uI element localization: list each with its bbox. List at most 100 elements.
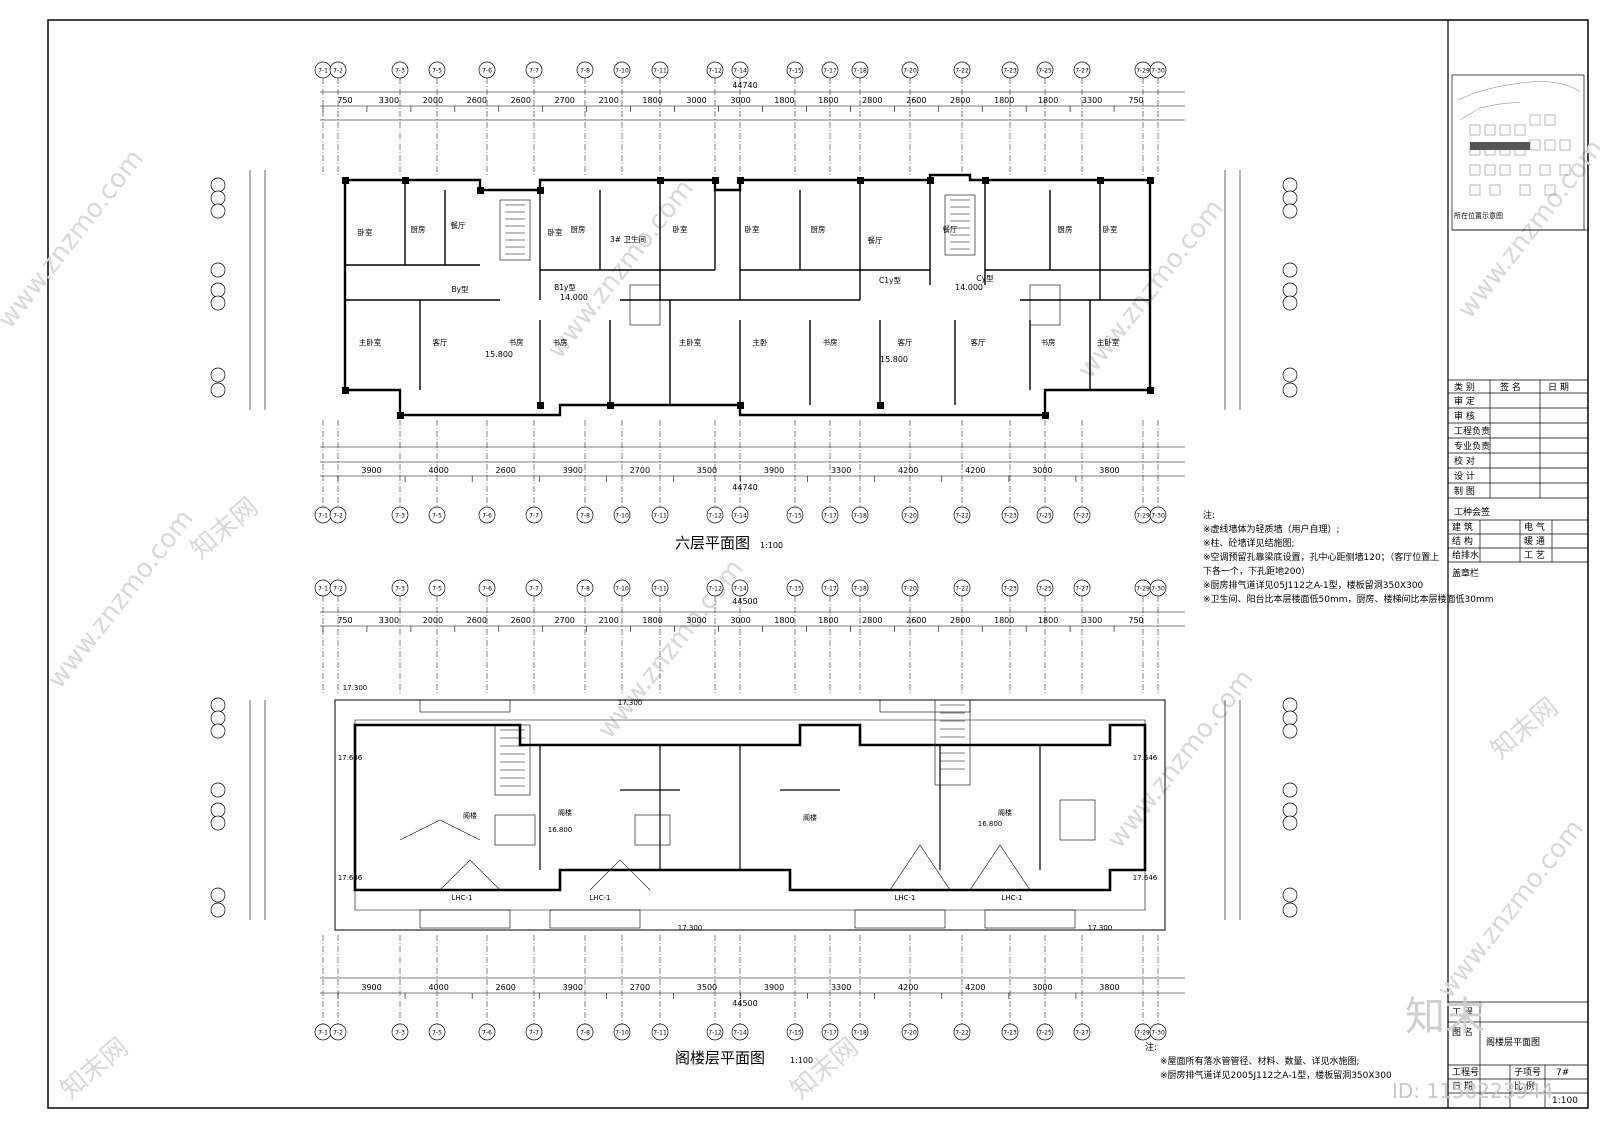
sign-row: 制 图 [1454,485,1475,497]
attic-wall [353,723,1147,892]
dimension-value: 1800 [642,616,662,625]
axis-label: 7-22 [955,68,969,75]
sign-row: 工程负责 [1454,425,1490,437]
axis-label: 7-30 [1151,586,1165,593]
dimension-value: 2800 [950,616,970,625]
title-block-text: 所在位置示意图 类 别 签 名 日 期 审 定 审 核 工程负责 专业负责 校 … [1452,211,1578,1106]
room-label: 主卧室 [1097,337,1120,347]
attic-label: 17.646 [1133,754,1158,762]
dimension-value: 3000 [730,616,750,625]
dimension-value: 2800 [862,616,882,625]
dimension-value: 4200 [965,983,985,992]
axis-label: 7-12 [708,1030,722,1037]
axis-7-27: 7-277-27 [1073,579,1091,1041]
dimension-value: 3300 [1082,96,1102,105]
dimension-value: 2800 [862,96,882,105]
axis-grid: 7-17-17-27-27-37-37-57-57-67-67-77-77-87… [314,579,1167,1041]
drawing-label: 图 名 [1452,1026,1473,1038]
room-label: 3# 卫生间 [610,234,646,244]
sign-head-category: 类 别 [1454,381,1475,393]
axis-7-23: 7-237-23 [1001,579,1019,1041]
axis-label: 7-29 [1136,68,1150,75]
stamp-label: 盖章栏 [1452,567,1479,579]
attic-partitions [539,745,1041,870]
trade: 结 构 [1452,535,1473,547]
axis-label: 7-2 [333,586,343,593]
sheet-number: 7# [1556,1068,1569,1078]
axis-label: 7-23 [1003,513,1017,520]
note-line: ※空调预留孔靠梁底设置，孔中心距侧墙120；（客厅位置上 [1203,551,1439,563]
dimension-value: 3800 [1099,983,1119,992]
attic-label: LHC-1 [1001,894,1022,902]
dimension-value: 3900 [361,466,381,475]
notes-head: 注: [1203,509,1215,521]
room-label: 主卧室 [679,337,702,347]
axis-label: 7-8 [580,513,590,520]
dimension-value: 3300 [1082,616,1102,625]
dimension-value: 2600 [467,96,487,105]
trades-head: 工种会签 [1454,506,1490,518]
dimension-value: 2100 [598,96,618,105]
dimension-value: 1800 [774,616,794,625]
axis-label: 7-10 [615,586,629,593]
attic-label: LHC-1 [451,894,472,902]
axis-label: 7-17 [823,586,837,593]
axis-7-14: 7-147-14 [731,61,749,524]
axis-7-22: 7-227-22 [953,61,971,524]
axis-label: 7-12 [708,586,722,593]
dimension-value: 1800 [1038,616,1058,625]
title-block [1448,74,1588,1108]
room-label: 主卧室 [359,337,382,347]
axis-7-30: 7-307-30 [1149,61,1167,524]
dimension-value: 2700 [630,466,650,475]
axis-7-1: 7-17-1 [314,579,332,1041]
axis-7-18: 7-187-18 [851,579,869,1041]
watermark-text: www.znzmo.com [1432,814,1590,1004]
watermark-text: www.znzmo.com [1452,134,1600,324]
dimension-value: 3000 [686,96,706,105]
sign-row: 审 定 [1454,395,1475,407]
axis-7-20: 7-207-20 [901,579,919,1041]
notes-head: 注: [1145,1041,1157,1053]
trade: 暖 通 [1524,535,1545,547]
watermark-layer: www.znzmo.com www.znzmo.com www.znzmo.co… [0,134,1600,1105]
room-label: 厨房 [811,224,826,234]
axis-label: 7-11 [653,1030,667,1037]
room-label: 餐厅 [451,221,466,230]
axis-label: 7-8 [580,586,590,593]
dimension-value: 1800 [1038,96,1058,105]
room-label: 主卧 [753,337,768,347]
axis-label: 7-10 [615,68,629,75]
room-label: Cy型 [976,274,994,283]
axis-label: 7-7 [529,68,539,75]
dimension-value: 3300 [379,96,399,105]
axis-label: 7-29 [1136,513,1150,520]
site-location-sketch [1457,81,1581,196]
room-label: 卧室 [1103,224,1119,234]
dimension-value: 1800 [994,616,1014,625]
watermark-brand: 知末网 [1485,692,1564,765]
watermark-brand: 知末网 [55,1032,134,1105]
axis-7-23: 7-237-23 [1001,61,1019,524]
room-label: 卧室 [673,224,688,234]
axis-label: 7-30 [1151,513,1165,520]
note-line: 下各一个，下孔距地200） [1203,565,1310,577]
plan-title: 六层平面图 [675,534,750,552]
axis-7-8: 7-87-8 [576,61,594,524]
axis-label: 7-25 [1038,1030,1052,1037]
floor-elevation: 15.800 [485,350,513,359]
dimension-value: 3000 [1032,466,1052,475]
balcony-railings [419,699,1076,929]
room-label: 客厅 [433,337,448,347]
axis-7-5: 7-57-5 [428,579,446,1041]
dimension-value: 4000 [428,466,448,475]
dimension-value: 3300 [831,466,851,475]
project-label: 工 程 [1452,1007,1473,1018]
dimension-value: 4200 [965,466,985,475]
floor-elevation: 15.800 [880,355,908,364]
sign-row: 专业负责 [1454,440,1490,452]
dimension-value: 3300 [379,616,399,625]
axis-label: 7-30 [1151,1030,1165,1037]
dimension-value: 1800 [642,96,662,105]
